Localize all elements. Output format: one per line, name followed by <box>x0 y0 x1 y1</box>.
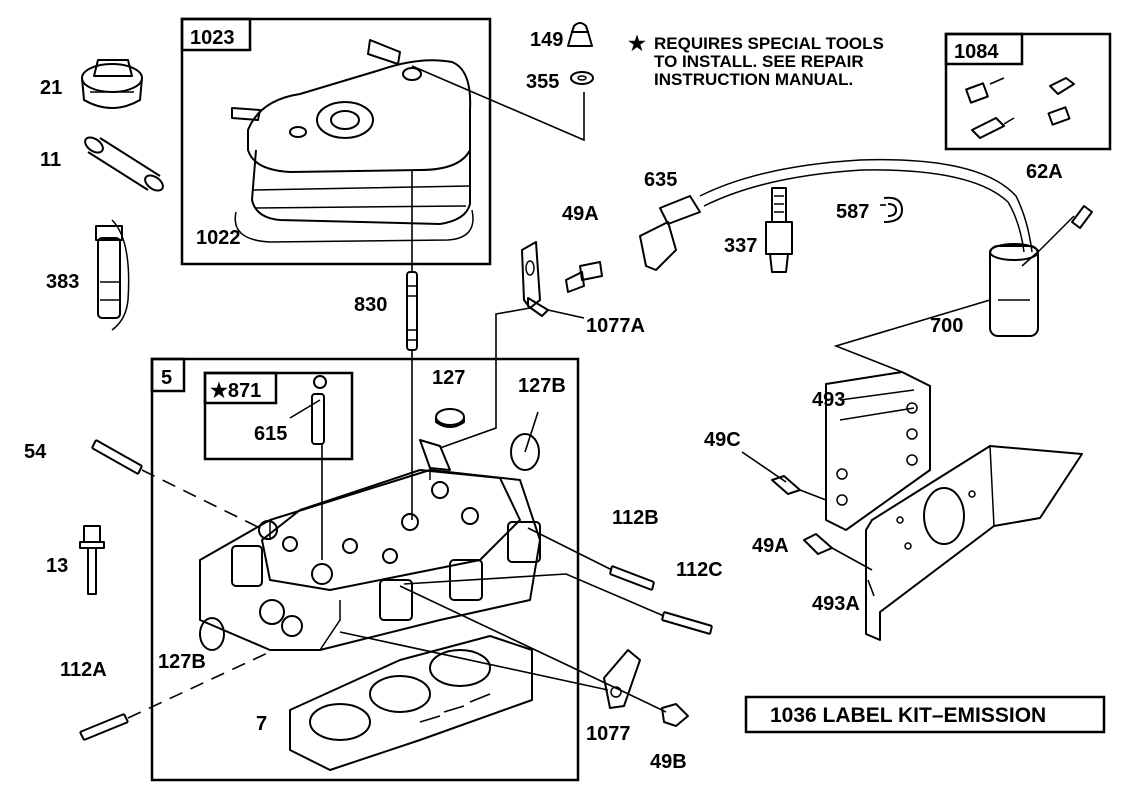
label-700: 700 <box>930 315 963 337</box>
label-635: 635 <box>644 169 677 191</box>
label-49a-top: 49A <box>562 203 599 225</box>
stud-112b-drawing <box>609 565 655 591</box>
label-49c: 49C <box>704 429 741 451</box>
label-kit-emission: 1036 LABEL KIT–EMISSION <box>770 704 1046 727</box>
bracket-1077-drawing <box>603 649 689 727</box>
label-54: 54 <box>24 441 47 463</box>
stud-54-drawing <box>91 439 143 475</box>
spark-plug-drawing <box>765 187 793 273</box>
label-1084: 1084 <box>954 41 999 63</box>
head-gasket-drawing <box>289 635 533 771</box>
screw-49a-mid-drawing <box>803 533 833 555</box>
note-line-3: INSTRUCTION MANUAL. <box>654 70 853 89</box>
leader-lines <box>289 65 1041 713</box>
tube-drawing <box>84 136 164 192</box>
dashed-lines <box>127 469 275 719</box>
valve-cover-group-box <box>180 17 492 266</box>
label-871: ★871 <box>210 380 261 402</box>
label-337: 337 <box>724 235 757 257</box>
wire-clip-drawing <box>883 196 903 223</box>
label-493a: 493A <box>812 593 860 615</box>
label-kit-box <box>744 695 1106 734</box>
ignition-coil-drawing <box>639 158 1039 337</box>
note-line-2: TO INSTALL. SEE REPAIR <box>654 52 864 71</box>
note-line-1: REQUIRES SPECIAL TOOLS <box>654 34 884 53</box>
label-127b-top: 127B <box>518 375 566 397</box>
screw-49c-drawing <box>771 475 801 495</box>
cylinder-head-drawing <box>199 439 541 651</box>
label-49a-mid: 49A <box>752 535 789 557</box>
screw-62a-drawing <box>1039 205 1093 251</box>
label-112c: 112C <box>676 559 723 581</box>
mounting-bracket-drawing <box>865 445 1083 641</box>
label-112a: 112A <box>60 659 107 681</box>
terminal-kit-tag <box>944 32 1024 66</box>
cylinder-head-group-box <box>150 357 580 782</box>
label-49b: 49B <box>650 751 687 773</box>
label-1022: 1022 <box>196 227 241 249</box>
label-11: 11 <box>40 149 61 171</box>
label-493: 493 <box>812 389 845 411</box>
bracket-1077a-drawing <box>521 241 549 317</box>
label-127b-bottom: 127B <box>158 651 206 673</box>
label-13: 13 <box>46 555 68 577</box>
label-1023: 1023 <box>190 27 235 49</box>
oil-fill-cap-drawing <box>81 59 143 109</box>
note-star: ★ <box>628 33 646 55</box>
bolt-13-drawing <box>79 525 105 595</box>
expansion-plugs-drawing <box>199 408 540 651</box>
label-112b: 112B <box>612 507 659 529</box>
valve-cover-group-tag <box>180 17 252 52</box>
nut-and-washer-drawing <box>567 22 594 85</box>
label-587: 587 <box>836 201 869 223</box>
label-7: 7 <box>256 713 267 735</box>
valve-seal-drawing <box>311 375 327 445</box>
stud-112c-drawing <box>661 611 713 635</box>
label-383: 383 <box>46 271 79 293</box>
label-149: 149 <box>530 29 563 51</box>
label-127: 127 <box>432 367 465 389</box>
label-62a: 62A <box>1026 161 1063 183</box>
stud-112a-drawing <box>79 713 129 741</box>
special-tool-group-box <box>203 371 354 461</box>
push-rod-drawing <box>406 271 418 351</box>
terminal-kit-drawing <box>965 77 1075 139</box>
cylinder-head-group-tag <box>150 357 186 393</box>
terminal-kit-box <box>944 32 1112 151</box>
label-5: 5 <box>161 367 172 389</box>
label-21: 21 <box>40 77 62 99</box>
label-1077a: 1077A <box>586 315 645 337</box>
label-1077: 1077 <box>586 723 631 745</box>
label-615: 615 <box>254 423 287 445</box>
special-tool-group-tag <box>203 371 278 405</box>
valve-cover-drawing <box>231 39 474 243</box>
label-355: 355 <box>526 71 559 93</box>
label-830: 830 <box>354 294 387 316</box>
screw-49a-top-drawing <box>565 261 603 293</box>
dipstick-tube-drawing <box>95 219 130 331</box>
